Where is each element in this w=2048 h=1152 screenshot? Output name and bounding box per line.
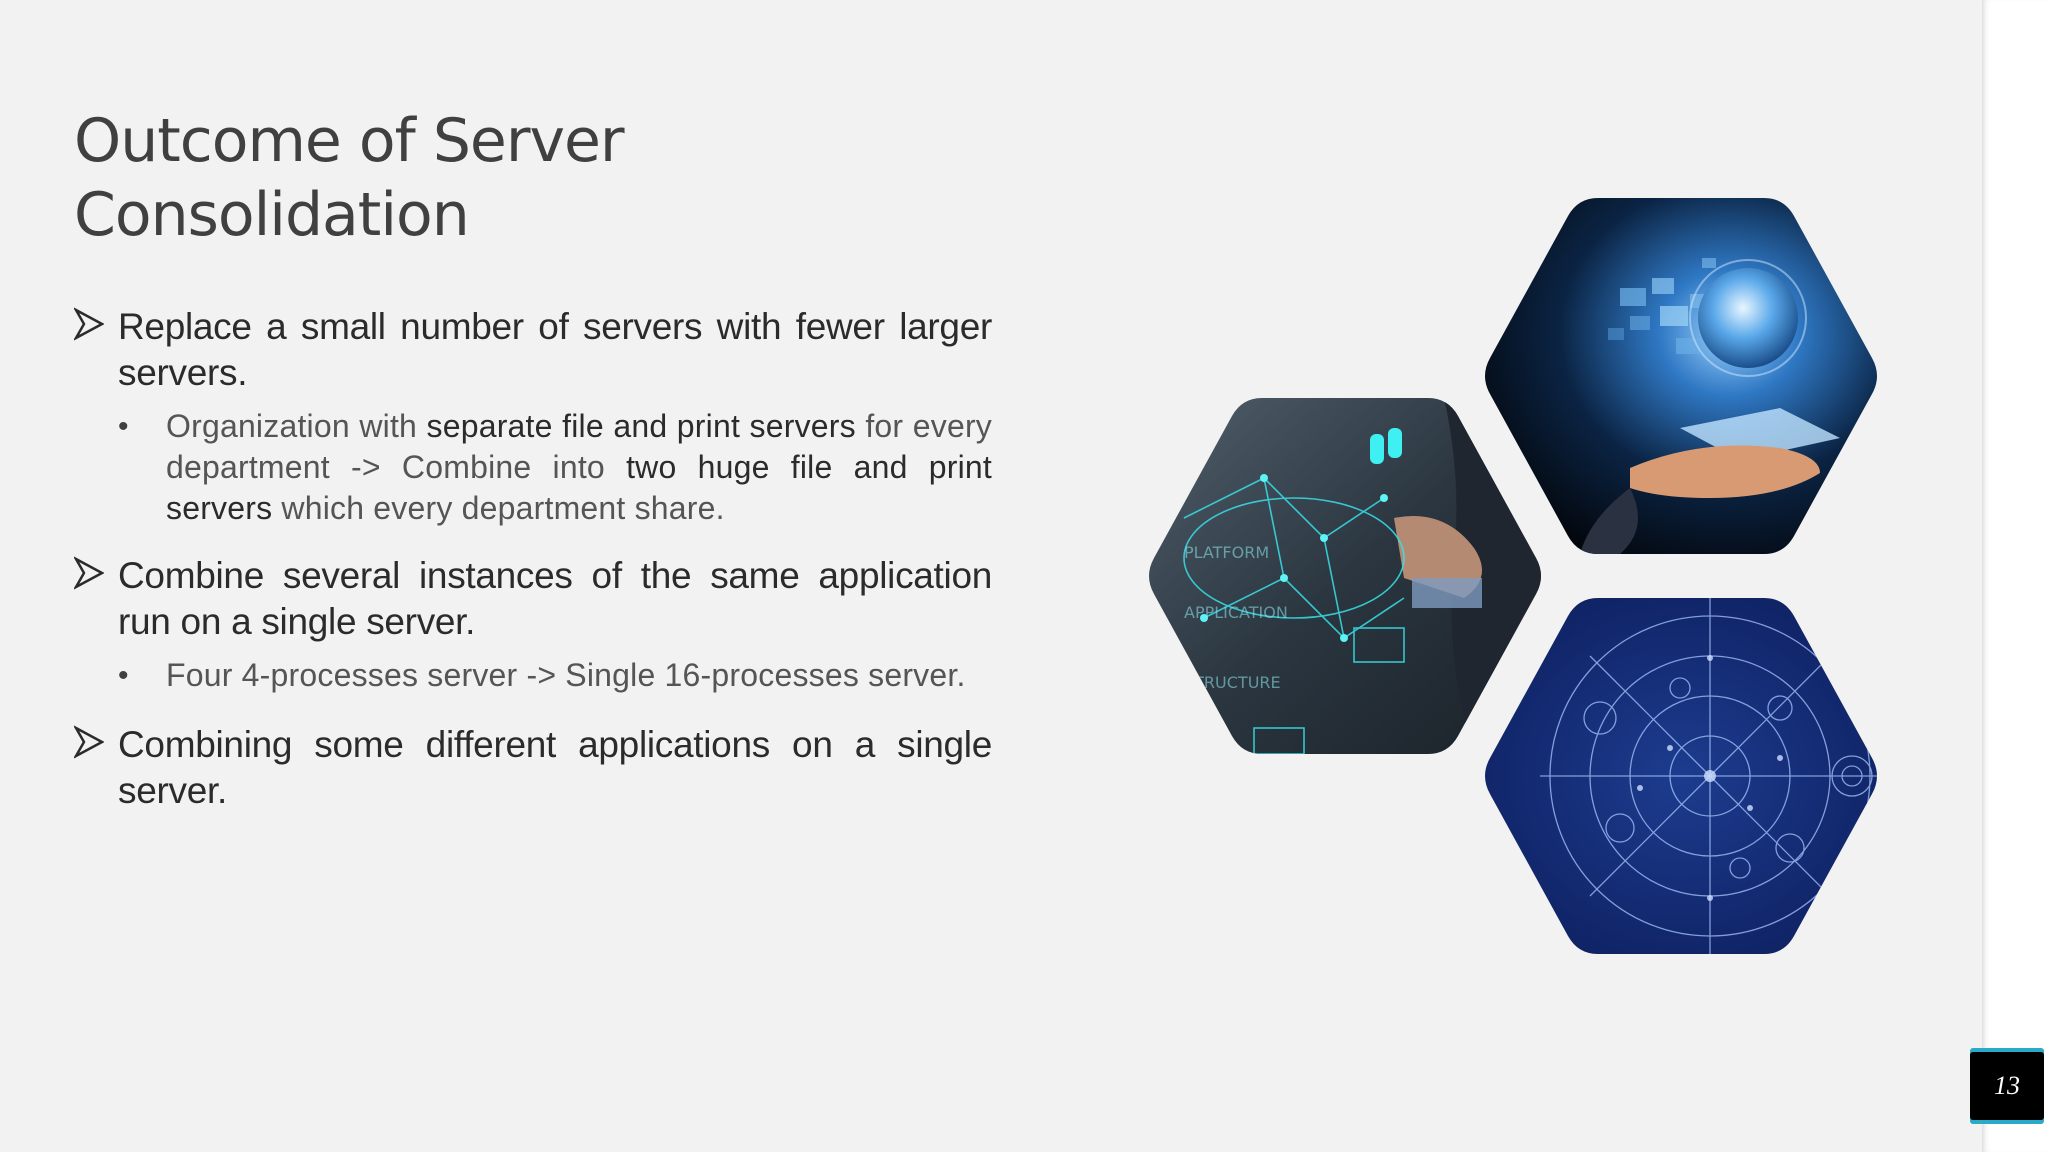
bullet-text: Combine several instances of the same ap… [118,555,992,642]
arrow-bullet-icon [74,307,104,341]
sub-text-part: which every department share. [272,490,725,526]
sub-text-bold: two huge file and print servers [166,449,992,526]
title-line-2: Consolidation [74,180,470,250]
title-line-1: Outcome of Server [74,106,625,176]
right-edge-strip [1982,0,2048,1152]
sub-bullet-item: • Four 4-processes server -> Single 16-p… [74,655,992,696]
svg-text:STRUCTURE: STRUCTURE [1184,673,1281,692]
business-platform-network-image: PLATFORM APPLICATION STRUCTURE [1144,398,1546,754]
bullet-text: Combining some different applications on… [118,724,992,811]
dot-bullet-icon: • [118,410,129,443]
sub-bullet-text: Four 4-processes server -> Single 16-pro… [166,657,966,693]
sub-text-part: Organization with [166,408,427,444]
blue-circuit-network-image [1480,598,1882,954]
svg-text:PLATFORM: PLATFORM [1184,543,1269,562]
bullet-item: Combining some different applications on… [74,722,992,814]
sub-bullet-text: Organization with separate file and prin… [166,406,992,529]
sub-text-part: for every department -> Combine into [166,408,993,485]
page-number-badge: 13 [1970,1052,2044,1120]
bullet-item: Replace a small number of servers with f… [74,304,992,396]
slide: Outcome of Server Consolidation Replace … [0,0,1982,1152]
arrow-bullet-icon [74,556,104,590]
hand-holding-globe-tablet-image [1480,198,1882,554]
sub-text-bold: separate file and print servers [426,408,856,444]
bullet-text: Replace a small number of servers with f… [118,306,992,393]
bullet-item: Combine several instances of the same ap… [74,553,992,645]
sub-bullet-item: • Organization with separate file and pr… [74,406,992,529]
bullet-list: Replace a small number of servers with f… [74,304,992,814]
svg-text:APPLICATION: APPLICATION [1184,603,1288,622]
slide-title: Outcome of Server Consolidation [74,104,774,252]
arrow-bullet-icon [74,725,104,759]
dot-bullet-icon: • [118,659,129,692]
